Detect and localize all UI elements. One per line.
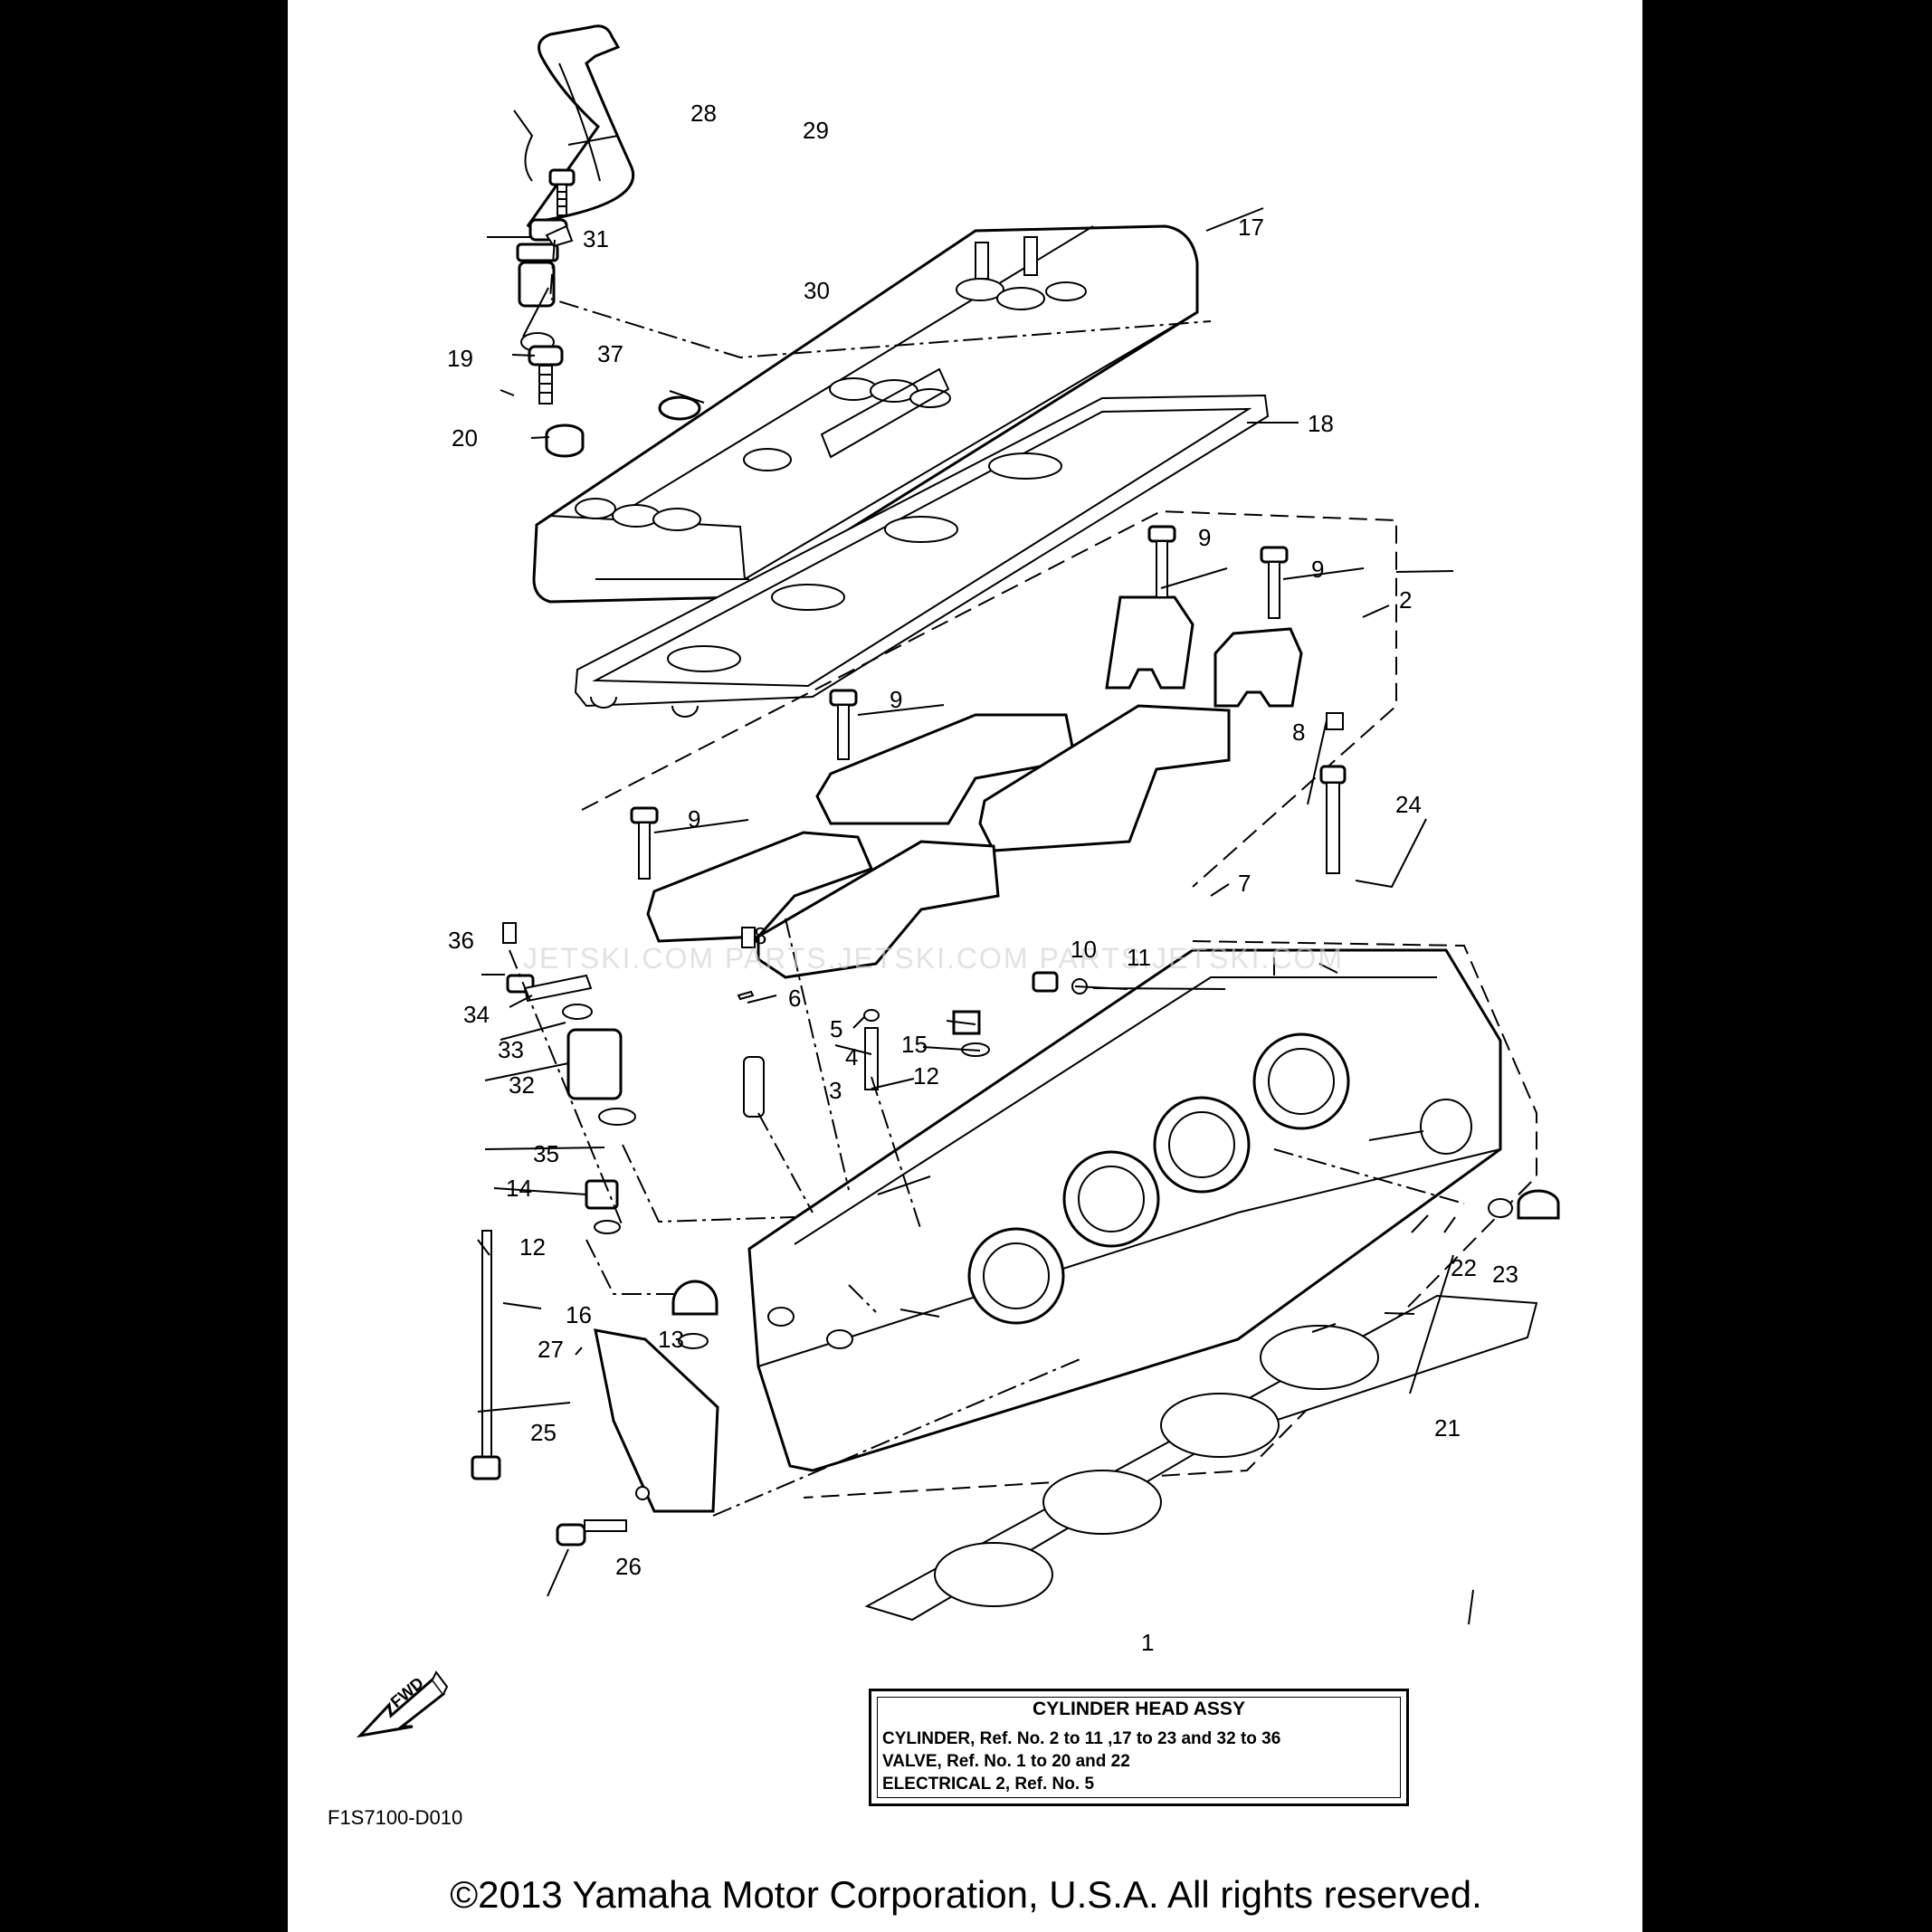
callout-1: 1 — [1141, 1629, 1154, 1656]
callout-19: 19 — [447, 345, 473, 372]
callout-33: 33 — [498, 1036, 524, 1063]
head-bolt-24 — [1319, 765, 1347, 874]
callout-8-upper: 8 — [1292, 719, 1305, 746]
legend-line-electrical: ELECTRICAL 2, Ref. No. 5 — [882, 1775, 1095, 1794]
fwd-arrow-icon: FWD — [356, 1670, 449, 1738]
breather-hose — [516, 24, 635, 308]
callout-14: 14 — [506, 1175, 532, 1202]
callout-6: 6 — [788, 985, 801, 1012]
callout-2: 2 — [1399, 586, 1412, 614]
callout-11: 11 — [1127, 944, 1151, 971]
callout-16: 16 — [566, 1301, 592, 1328]
callout-36: 36 — [448, 927, 474, 954]
copyright-notice: ©2013 Yamaha Motor Corporation, U.S.A. A… — [450, 1873, 1482, 1916]
callout-17: 17 — [1238, 214, 1264, 241]
callout-9-c: 9 — [890, 686, 902, 713]
callout-20: 20 — [452, 424, 478, 452]
callout-18: 18 — [1308, 410, 1334, 437]
callout-27: 27 — [538, 1336, 564, 1363]
camshaft-caps — [646, 595, 1344, 979]
legend-title: CYLINDER HEAD ASSY — [1033, 1699, 1245, 1719]
callout-35: 35 — [533, 1140, 559, 1167]
cylinder-head — [747, 948, 1502, 1472]
callout-26: 26 — [615, 1553, 642, 1580]
callout-5: 5 — [830, 1015, 842, 1042]
callout-24: 24 — [1395, 791, 1422, 818]
reference-lines — [509, 239, 1465, 1517]
callout-9-d: 9 — [688, 805, 700, 833]
callout-9-a: 9 — [1198, 524, 1211, 551]
callout-28: 28 — [690, 100, 717, 127]
callout-32: 32 — [509, 1071, 535, 1099]
bolt-30 — [548, 168, 576, 216]
callout-29: 29 — [803, 117, 829, 144]
legend-inner-border — [877, 1697, 1401, 1798]
callout-15: 15 — [901, 1031, 928, 1058]
assembly-legend: CYLINDER HEAD ASSY CYLINDER, Ref. No. 2 … — [869, 1689, 1409, 1806]
callout-23: 23 — [1492, 1261, 1518, 1288]
watermark: JETSKI.COM PARTS.JETSKI.COM PARTS.JETSKI… — [523, 942, 1344, 975]
cylinder-head-boundary — [803, 940, 1537, 1499]
cylinder-head-cover — [532, 224, 1199, 604]
exploded-view-drawing: JETSKI.COM PARTS.JETSKI.COM PARTS.JETSKI… — [356, 24, 1560, 1738]
callout-8-lower: 8 — [754, 922, 766, 949]
callout-numbers: 1 2 3 4 5 6 7 8 8 9 9 9 9 10 11 12 12 13… — [447, 100, 1518, 1656]
intake-ports — [967, 1033, 1350, 1325]
head-cover-gasket — [574, 394, 1270, 718]
callout-4: 4 — [845, 1043, 858, 1071]
callout-13: 13 — [658, 1326, 684, 1353]
legend-line-cylinder: CYLINDER, Ref. No. 2 to 11 ,17 to 23 and… — [882, 1729, 1281, 1748]
grommet-20 — [545, 424, 585, 458]
bolts-9 — [630, 525, 1289, 880]
cylinder-head-gasket — [864, 1294, 1538, 1622]
callout-9-b: 9 — [1311, 556, 1324, 583]
callout-21: 21 — [1434, 1414, 1461, 1442]
diagram-code: F1S7100-D010 — [328, 1806, 463, 1829]
small-parts — [471, 922, 1560, 1547]
callout-22: 22 — [1451, 1254, 1477, 1281]
callout-25: 25 — [530, 1419, 557, 1446]
legend-line-valve: VALVE, Ref. No. 1 to 20 and 22 — [882, 1752, 1130, 1771]
leader-lines — [477, 109, 1474, 1625]
callout-10: 10 — [1071, 936, 1097, 963]
callout-12-upper: 12 — [913, 1062, 939, 1090]
bolt-19 — [528, 345, 564, 404]
plug-37 — [658, 395, 701, 421]
callout-3: 3 — [829, 1077, 842, 1104]
callout-7: 7 — [1238, 870, 1251, 897]
callout-30: 30 — [804, 277, 830, 304]
callout-31: 31 — [583, 225, 609, 252]
parts-diagram-sheet: JETSKI.COM PARTS.JETSKI.COM PARTS.JETSKI… — [288, 0, 1642, 1932]
callout-12-lower: 12 — [519, 1233, 546, 1261]
callout-34: 34 — [463, 1001, 490, 1028]
callout-37: 37 — [597, 340, 623, 367]
